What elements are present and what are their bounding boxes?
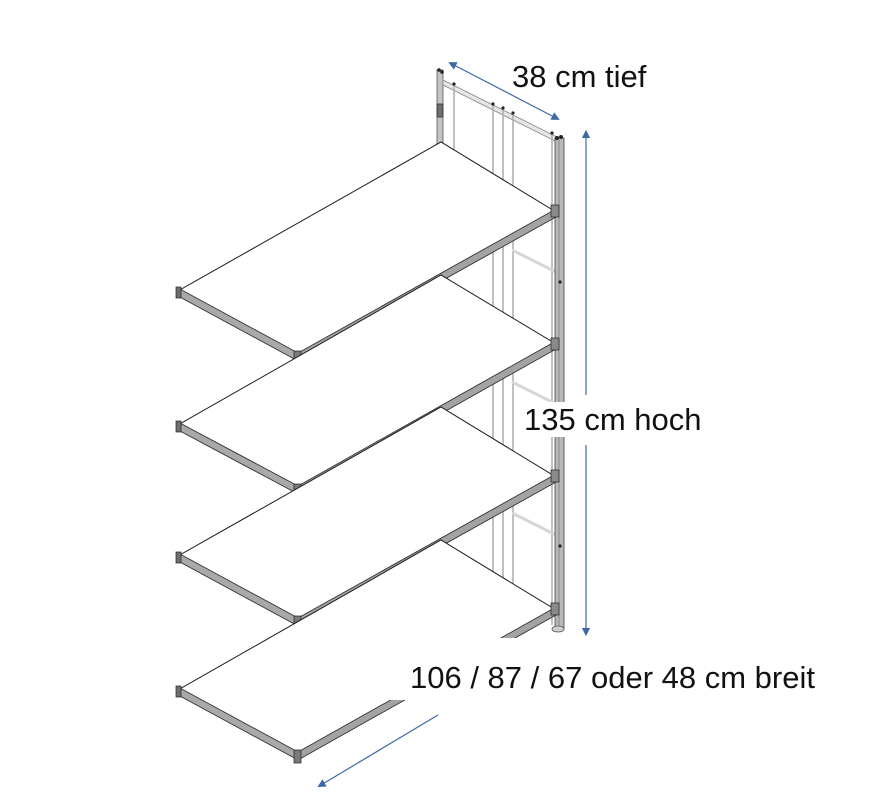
back-cross-rails xyxy=(511,248,559,538)
depth-arrow xyxy=(448,62,560,120)
depth-label: 38 cm tief xyxy=(512,59,647,94)
upright-foot xyxy=(551,625,565,633)
dimension-arrows xyxy=(317,62,591,788)
height-label: 135 cm hoch xyxy=(524,402,702,437)
width-label: 106 / 87 / 67 oder 48 cm breit xyxy=(410,660,815,695)
width-arrow xyxy=(317,714,439,788)
rear-left-bracket xyxy=(436,103,444,118)
